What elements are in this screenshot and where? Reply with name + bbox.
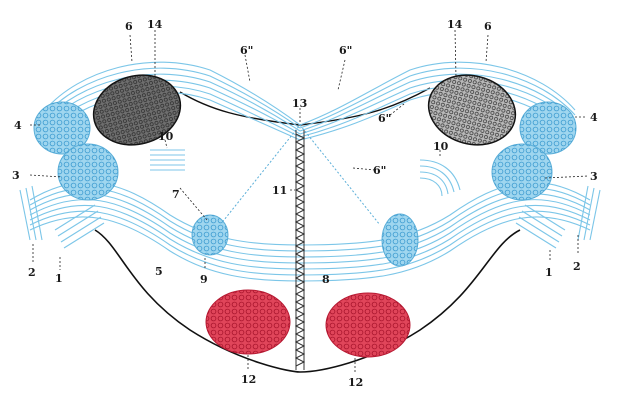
section-outline	[94, 229, 521, 373]
label-6pp-lower: 6"	[373, 164, 386, 177]
labels: 4 3 6 14 6" 6" 13 6" 6" 10 10 7 11 5 9 8…	[12, 18, 598, 389]
label-3-left: 3	[12, 169, 20, 182]
leader-lines	[29, 29, 589, 372]
label-4-right: 4	[590, 111, 598, 124]
label-2-left: 2	[28, 266, 36, 279]
label-6-right: 6	[484, 20, 492, 33]
decussating-fibers	[219, 124, 381, 226]
label-5: 5	[155, 265, 163, 278]
label-3-right: 3	[590, 170, 598, 183]
label-11: 11	[272, 184, 287, 197]
label-13: 13	[292, 97, 307, 110]
label-12-left: 12	[241, 373, 256, 386]
label-10-right: 10	[433, 140, 449, 153]
label-4-left: 4	[14, 119, 22, 132]
right-fiber-tract	[299, 61, 601, 282]
label-9: 9	[200, 273, 208, 286]
midline-raphe	[295, 130, 305, 370]
label-14-left: 14	[147, 18, 163, 31]
label-12-right: 12	[348, 376, 363, 389]
label-6-left: 6	[125, 20, 133, 33]
label-1-left: 1	[55, 272, 63, 285]
label-14-right: 14	[447, 18, 463, 31]
label-7: 7	[172, 188, 180, 201]
label-10-left: 10	[158, 130, 174, 143]
label-6pp-right: 6"	[339, 44, 352, 57]
label-1-right: 1	[545, 266, 553, 279]
label-8: 8	[322, 273, 330, 286]
label-6pp-left: 6"	[240, 44, 253, 57]
label-6pp-mid: 6"	[378, 112, 391, 125]
label-2-right: 2	[573, 260, 581, 273]
